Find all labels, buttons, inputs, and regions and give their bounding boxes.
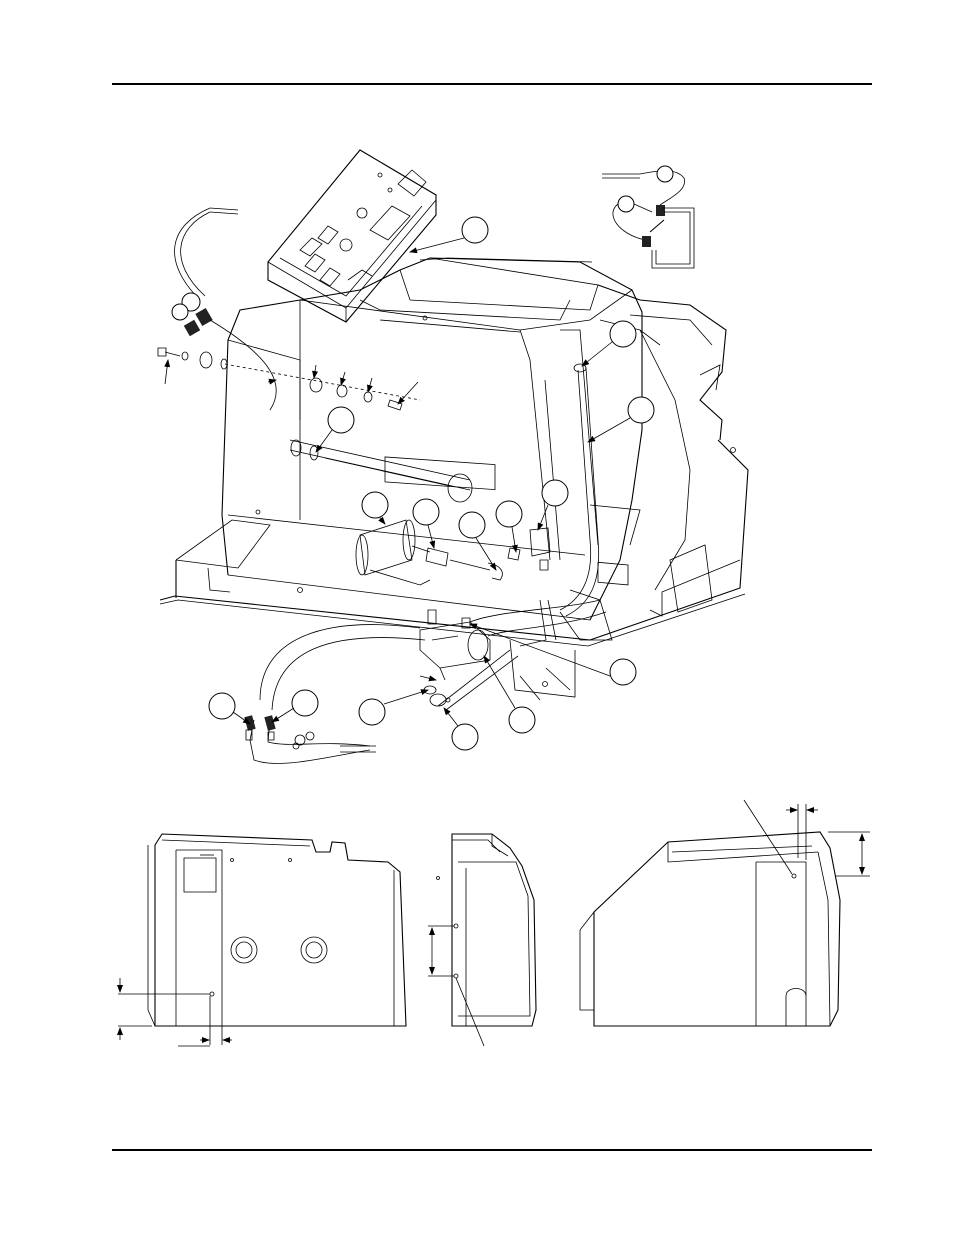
exploded-view xyxy=(158,150,748,764)
callout-bubble xyxy=(452,724,478,750)
control-panel xyxy=(268,150,436,322)
callout-bubble xyxy=(362,492,388,518)
callout-bubble xyxy=(413,499,439,525)
front-view xyxy=(428,834,536,1046)
callout-bubble xyxy=(209,693,235,719)
detail-inset xyxy=(602,166,694,268)
callout-bubble xyxy=(292,690,318,716)
recovery-tank xyxy=(222,258,660,620)
callout-bubble xyxy=(509,707,535,733)
callout-bubble xyxy=(459,512,485,538)
callout-bubble xyxy=(359,699,385,725)
callout-bubble xyxy=(496,501,522,527)
callout-bubble xyxy=(657,166,673,182)
drain-hardware xyxy=(158,340,472,502)
quick-connect-hoses xyxy=(244,715,376,763)
callout-bubble xyxy=(610,659,636,685)
callout-bubble xyxy=(618,196,634,212)
filter-assembly xyxy=(356,520,550,585)
left-side-view xyxy=(118,834,406,1046)
callout-bubble xyxy=(328,407,354,433)
right-side-view xyxy=(580,800,870,1026)
callout-bubble xyxy=(172,304,188,320)
callout-bubble xyxy=(610,321,636,347)
callout-bubble xyxy=(462,217,488,243)
callout-bubble xyxy=(542,480,568,506)
base-frame xyxy=(160,440,748,697)
callout-bubble xyxy=(628,397,654,423)
